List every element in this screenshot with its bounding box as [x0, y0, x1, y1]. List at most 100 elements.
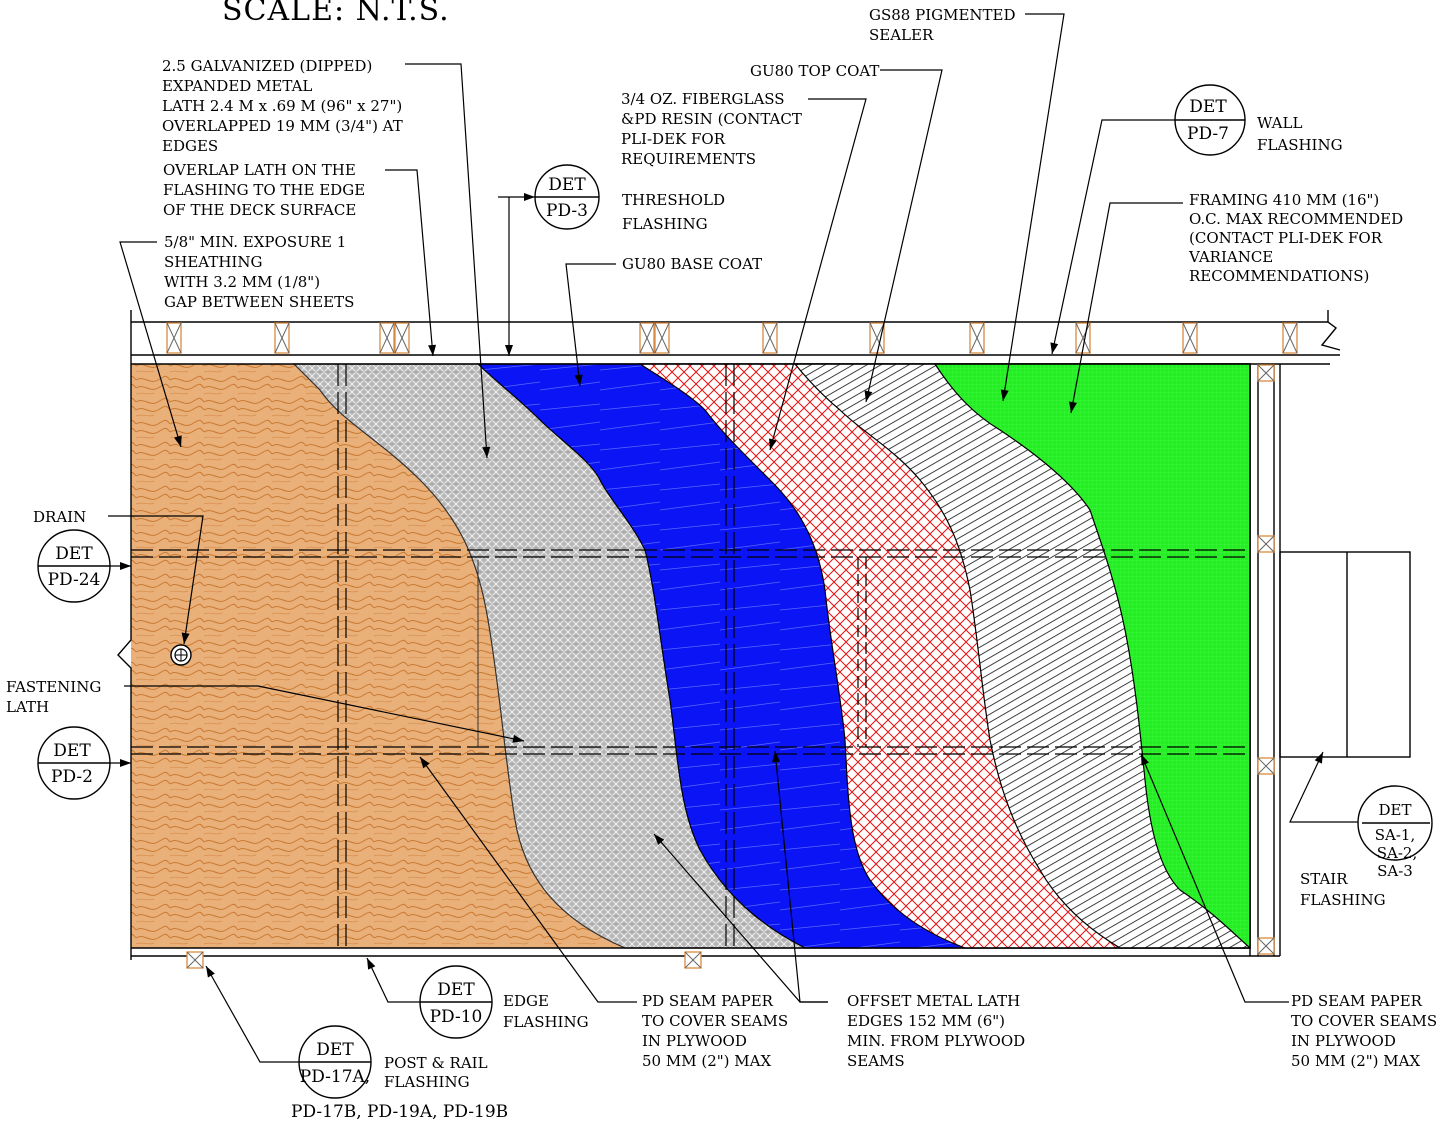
- gs88-pigmented-sealer-layer: [933, 363, 1251, 950]
- offset-label-line-1: OFFSET METAL LATH: [847, 992, 1020, 1010]
- lath-label-line-1: 2.5 GALVANIZED (DIPPED): [162, 57, 372, 75]
- basecoat-label-line-1: GU80 BASE COAT: [622, 255, 762, 273]
- lath-label-line-5: EDGES: [162, 137, 218, 155]
- detail-pd2-bottom: PD-2: [51, 767, 93, 787]
- blocking-mark: [186, 951, 204, 969]
- blocking-mark: [969, 322, 985, 354]
- deck-outline: [117, 310, 1411, 960]
- sheathing-label-line-4: GAP BETWEEN SHEETS: [164, 293, 354, 311]
- edge-label-line-1: EDGE: [503, 992, 549, 1010]
- seam-left-label-line-3: IN PLYWOOD: [642, 1032, 747, 1050]
- detail-bubble-pd3: DET PD-3: [534, 164, 600, 230]
- overlap-label-line-1: OVERLAP LATH ON THE: [163, 161, 356, 179]
- wall-label-line-2: FLASHING: [1257, 136, 1343, 154]
- framing-label-line-5: RECOMMENDATIONS): [1189, 267, 1369, 285]
- blocking-mark: [684, 951, 702, 969]
- drain-label-line-1: DRAIN: [33, 508, 86, 526]
- lath-label-line-4: OVERLAPPED 19 MM (3/4") AT: [162, 117, 403, 135]
- lath-label-line-2: EXPANDED METAL: [162, 77, 312, 95]
- detail-bubble-pd10: DET PD-10: [419, 965, 493, 1039]
- leader-line: [124, 685, 525, 742]
- detail-pd2-top: DET: [53, 741, 91, 761]
- wall-label-line-1: WALL: [1257, 114, 1302, 132]
- blocking-mark: [1257, 757, 1275, 775]
- blocking-mark: [1257, 535, 1275, 553]
- detail-bubble-pd2: DET PD-2: [37, 726, 111, 800]
- detail-bubble-pd17: DET PD-17A,: [298, 1025, 372, 1099]
- sheathing-label-line-2: SHEATHING: [164, 253, 262, 271]
- fiberglass-label-line-4: REQUIREMENTS: [621, 150, 756, 168]
- offset-label-line-3: MIN. FROM PLYWOOD: [847, 1032, 1025, 1050]
- detail-pd17-bottom: PD-17A,: [300, 1067, 370, 1087]
- deck-layers: [131, 363, 1251, 950]
- blocking-mark: [762, 322, 778, 354]
- framing-label-line-2: O.C. MAX RECOMMENDED: [1189, 210, 1403, 228]
- detail-pd7-bottom: PD-7: [1187, 124, 1229, 144]
- annotation-labels: 2.5 GALVANIZED (DIPPED) EXPANDED METAL LAT…: [6, 6, 1437, 1091]
- leader-line: [565, 263, 616, 387]
- sheathing-label-line-1: 5/8" MIN. EXPOSURE 1: [164, 233, 346, 251]
- seam-left-label-line-4: 50 MM (2") MAX: [642, 1052, 771, 1070]
- blocking-mark: [1257, 937, 1275, 955]
- scale-title: SCALE: N.T.S.: [222, 0, 450, 28]
- topcoat-label-line-1: GU80 TOP COAT: [750, 62, 879, 80]
- overlap-label-line-3: OF THE DECK SURFACE: [163, 201, 356, 219]
- blocking-mark: [1257, 364, 1275, 382]
- fiberglass-label-line-3: PLI-DEK FOR: [621, 130, 726, 148]
- blocking-mark: [1182, 322, 1198, 354]
- leader-line: [774, 750, 828, 1003]
- post-label-line-1: POST & RAIL: [384, 1054, 488, 1072]
- detail-sa-line-1: SA-1,: [1375, 826, 1416, 844]
- detail-bubble-pd24: DET PD-24: [37, 529, 111, 603]
- detail-pd17-top: DET: [316, 1040, 354, 1060]
- seam-right-label-line-3: IN PLYWOOD: [1291, 1032, 1396, 1050]
- plywood-seams: [131, 364, 1250, 948]
- detail-pd3-top: DET: [548, 175, 586, 195]
- blocking-mark: [379, 322, 395, 354]
- leader-line: [1051, 119, 1175, 355]
- detail-pd24-bottom: PD-24: [48, 570, 101, 590]
- fiberglass-label-line-2: &PD RESIN (CONTACT: [621, 110, 802, 128]
- sealer-label-line-2: SEALER: [869, 26, 934, 44]
- overlap-label-line-2: FLASHING TO THE EDGE: [163, 181, 365, 199]
- leader-line: [405, 63, 488, 459]
- detail-sa-line-3: SA-3: [1377, 862, 1413, 880]
- leader-line: [1140, 753, 1289, 1003]
- edge-label-line-2: FLASHING: [503, 1013, 589, 1031]
- offset-label-line-4: SEAMS: [847, 1052, 905, 1070]
- leader-line: [419, 756, 637, 1003]
- leader-line: [1289, 751, 1362, 823]
- blocking-mark: [166, 322, 182, 354]
- leader-line: [119, 241, 182, 448]
- seam-right-label-line-1: PD SEAM PAPER: [1291, 992, 1423, 1010]
- seam-left-label-line-1: PD SEAM PAPER: [642, 992, 774, 1010]
- seam-right-label-line-4: 50 MM (2") MAX: [1291, 1052, 1420, 1070]
- detail-pd7-top: DET: [1189, 97, 1227, 117]
- threshold-label-line-1: THRESHOLD: [622, 191, 725, 209]
- detail-sa-top: DET: [1379, 801, 1412, 819]
- seam-right-label-line-2: TO COVER SEAMS: [1291, 1012, 1437, 1030]
- lath-label-line-3: LATH 2.4 M x .69 M (96" x 27"): [162, 97, 402, 115]
- sealer-label-line-1: GS88 PIGMENTED: [869, 6, 1016, 24]
- framing-blocking: [166, 322, 1298, 969]
- blocking-mark: [394, 322, 410, 354]
- blocking-mark: [1282, 322, 1298, 354]
- detail-pd10-bottom: PD-10: [430, 1007, 483, 1027]
- stair-label-line-2: FLASHING: [1300, 891, 1386, 909]
- offset-label-line-2: EDGES 152 MM (6"): [847, 1012, 1005, 1030]
- blocking-mark: [274, 322, 290, 354]
- detail-callouts: DET PD-3 DET PD-7 DET PD-24 DET PD-2 DET…: [37, 84, 1433, 1099]
- detail-bubble-sa: DET SA-1, SA-2, SA-3: [1357, 785, 1433, 880]
- fiberglass-label-line-1: 3/4 OZ. FIBERGLASS: [621, 90, 785, 108]
- leader-line: [108, 515, 204, 645]
- detail-bubble-pd7: DET PD-7: [1174, 84, 1246, 156]
- framing-label-line-1: FRAMING 410 MM (16"): [1189, 191, 1379, 209]
- detail-pd3-bottom: PD-3: [546, 201, 588, 221]
- fastening-label-line-1: FASTENING: [6, 678, 101, 696]
- leader-lines: [108, 13, 1362, 1063]
- blocking-mark: [639, 322, 655, 354]
- seam-left-label-line-2: TO COVER SEAMS: [642, 1012, 788, 1030]
- stair-label-line-1: STAIR: [1300, 870, 1348, 888]
